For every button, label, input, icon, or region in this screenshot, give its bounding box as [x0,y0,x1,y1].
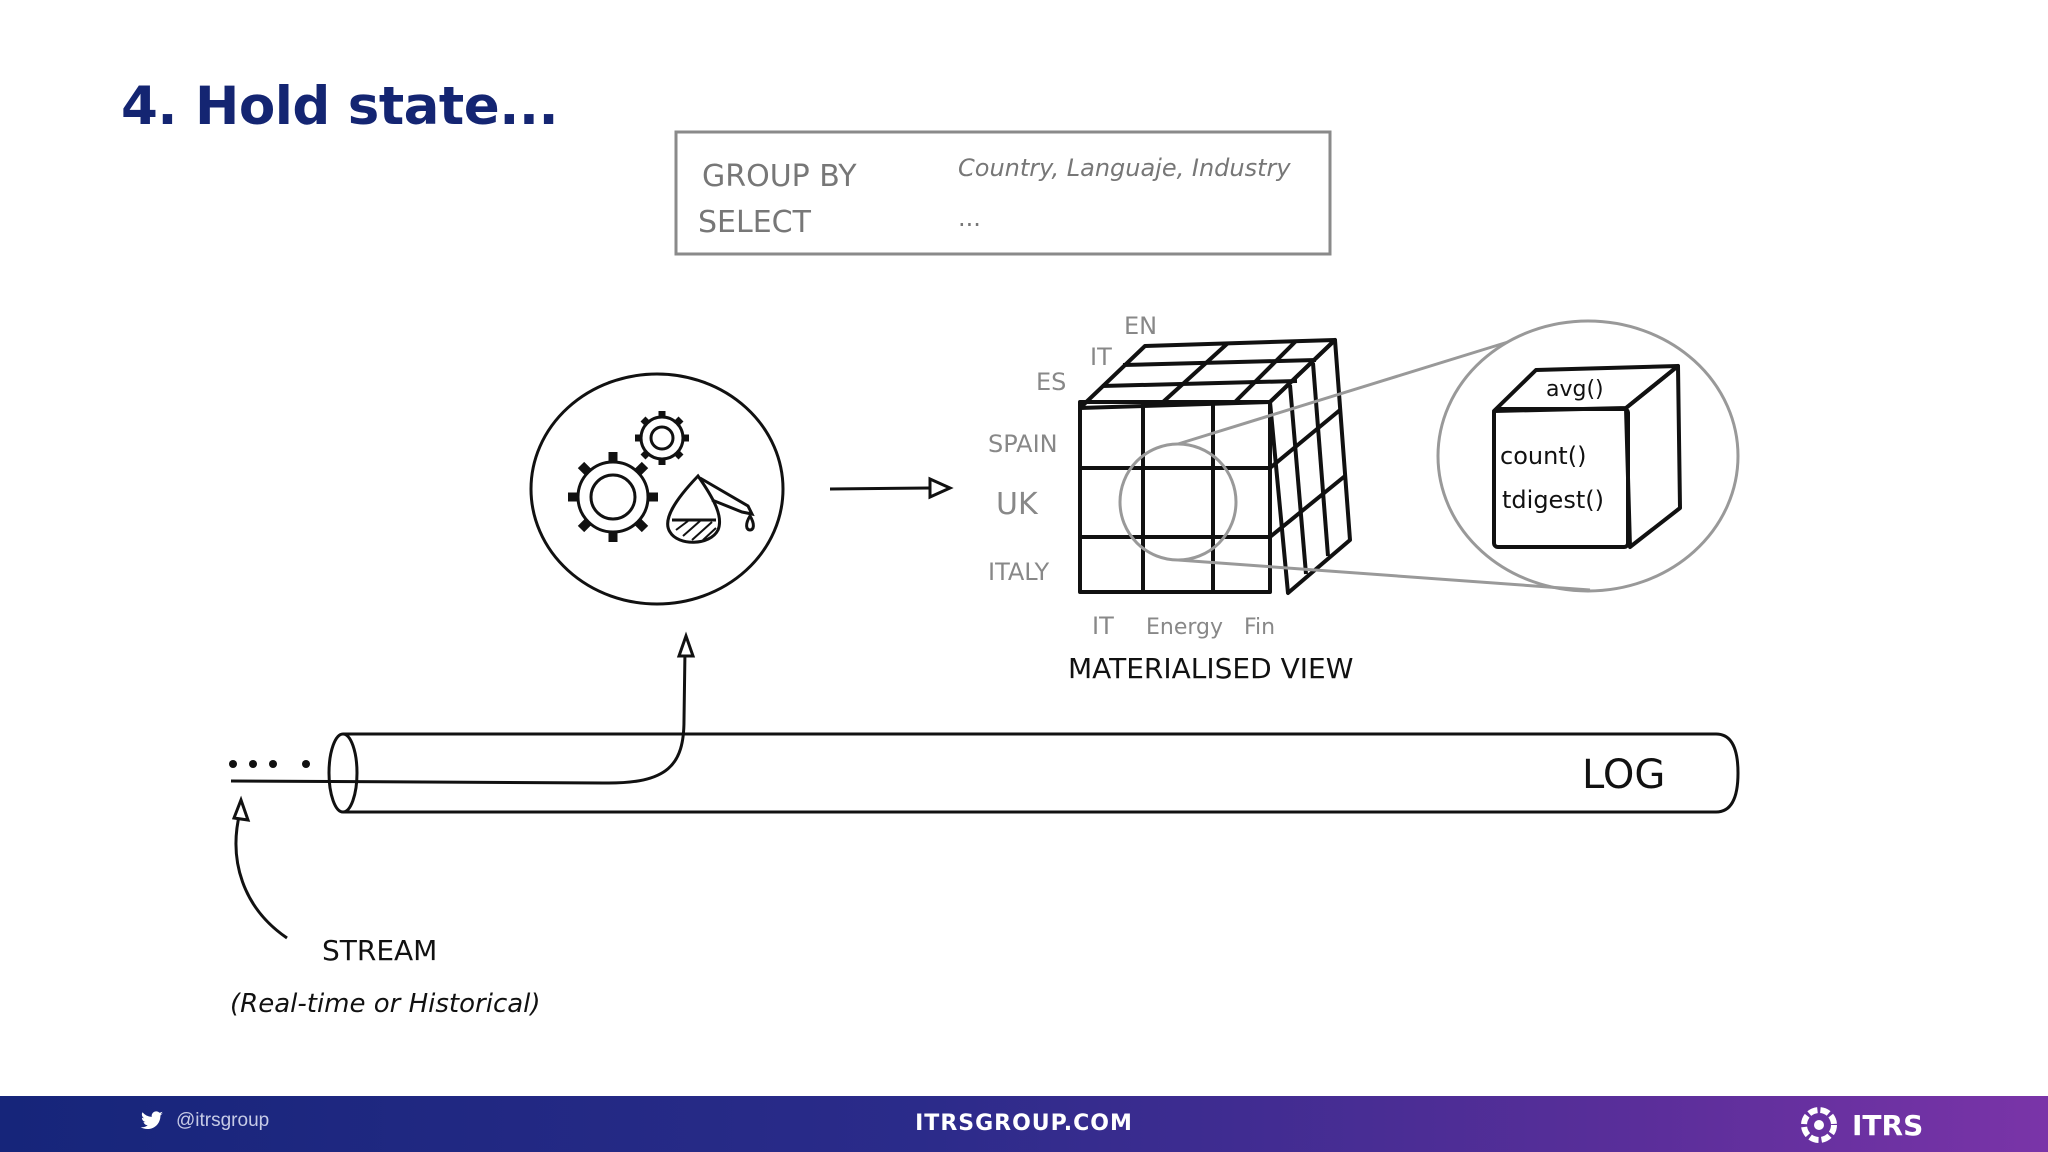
diagram: GROUP BY SELECT Country, Languaje, Indus… [229,130,1740,1019]
log-label: LOG [1582,752,1665,798]
aggregate-tdigest: tdigest() [1502,486,1604,514]
arrow-up-icon [676,631,696,658]
zoom-line-bottom [1177,558,1591,592]
itrs-logo-icon [1801,1107,1837,1143]
materialised-view-caption: MATERIALISED VIEW [1068,652,1353,685]
oil-drop-icon [666,473,755,544]
country-label-uk: UK [996,487,1039,522]
group-by-value: Country, Languaje, Industry [958,154,1291,182]
language-label-es: ES [1036,368,1066,396]
log-tube [327,732,1740,814]
slide-title: 4. Hold state... [121,76,559,137]
footer-bar: @itrsgroup ITRSGROUP.COM ITRS [0,1096,2048,1152]
language-label-it: IT [1090,343,1112,371]
processing-circle [529,372,785,606]
twitter-icon [140,1111,163,1130]
stream-dots [229,760,310,768]
stream-pointer-arrowhead [231,795,251,822]
zoom-line-top [1177,340,1509,446]
website-link[interactable]: ITRSGROUP.COM [915,1111,1133,1136]
cube-cell-highlight [1118,442,1238,562]
materialised-view-cube [1078,338,1352,595]
select-keyword: SELECT [698,205,812,240]
industry-label-energy: Energy [1146,615,1223,640]
twitter-link[interactable]: @itrsgroup [140,1110,269,1132]
industry-label-fin: Fin [1244,615,1275,640]
aggregate-zoom: avg() count() tdigest() [1436,319,1740,593]
industry-label-it: IT [1092,612,1114,640]
aggregate-avg: avg() [1546,377,1604,402]
aggregate-count: count() [1500,442,1586,470]
language-label-en: EN [1124,312,1157,340]
group-by-keyword: GROUP BY [702,159,857,194]
stream-flow-line [230,649,687,785]
gears-icon [568,411,689,542]
stream-pointer [234,811,288,940]
itrs-brand: ITRS [1800,1106,1923,1144]
stream-label: STREAM [322,934,437,967]
stream-sublabel: (Real-time or Historical) [230,989,541,1019]
arrow-right-icon [829,476,954,500]
select-value: ... [958,204,981,232]
query-box: GROUP BY SELECT Country, Languaje, Indus… [674,130,1332,256]
country-label-spain: SPAIN [988,430,1058,458]
brand-name: ITRS [1852,1108,1924,1142]
country-label-italy: ITALY [988,558,1049,586]
twitter-handle: @itrsgroup [176,1110,270,1131]
